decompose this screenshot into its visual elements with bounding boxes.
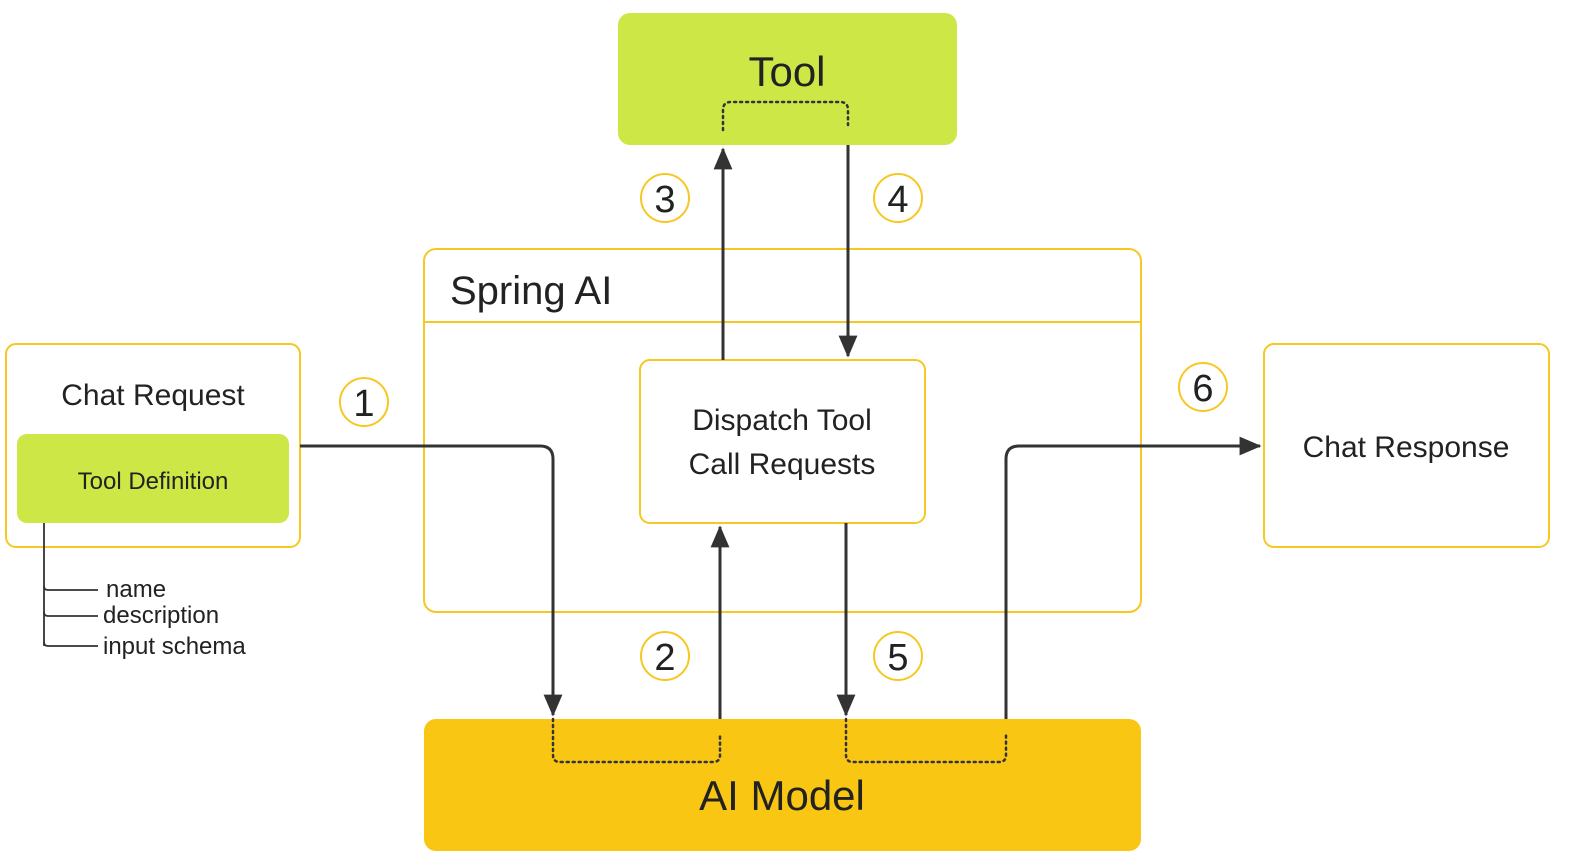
step-circle-3 (640, 173, 690, 223)
ai-model-label: AI Model (699, 772, 865, 819)
tool-definition-label: Tool Definition (78, 468, 229, 495)
arrow-step-1 (300, 444, 563, 717)
ai-model-box (424, 719, 1141, 851)
dispatch-label-line2: Call Requests (689, 448, 876, 481)
model-internal-loop-left (551, 717, 722, 764)
internal-loops (551, 100, 1008, 764)
chat-response-box (1263, 343, 1550, 548)
arrow-step-6 (1004, 436, 1262, 719)
model-internal-loop-right (844, 717, 1008, 764)
field-tree-branch-1 (43, 585, 98, 591)
step-badge-3: 3 (640, 173, 690, 223)
step-badge-4: 4 (873, 173, 923, 223)
step-number-2: 2 (654, 637, 675, 679)
step-circle-2 (640, 631, 690, 681)
tool-definition-fields: name description input schema (43, 523, 246, 660)
step-badge-1: 1 (339, 377, 389, 427)
step-circle-4 (873, 173, 923, 223)
tool-definition-box (17, 434, 289, 523)
tool-label: Tool (748, 48, 825, 95)
step-circle-1 (339, 377, 389, 427)
chat-request-label: Chat Request (61, 379, 245, 412)
tool-box (618, 13, 957, 145)
dispatch-label-line1: Dispatch Tool (692, 404, 872, 437)
field-name: name (106, 576, 166, 603)
step-number-1: 1 (353, 383, 374, 425)
step-badge-2: 2 (640, 631, 690, 681)
chat-response-label: Chat Response (1303, 431, 1510, 464)
step-badge-6: 6 (1178, 362, 1228, 412)
dispatch-box (639, 359, 926, 524)
chat-response-node: Chat Response (1263, 343, 1550, 548)
step-circle-5 (873, 631, 923, 681)
ai-model-node: AI Model (424, 719, 1141, 851)
tool-internal-loop (721, 100, 850, 132)
field-tree-branch-2 (43, 611, 98, 617)
field-description: description (103, 602, 219, 629)
step-number-4: 4 (887, 179, 908, 221)
flow-arrows (300, 145, 1262, 719)
step-number-6: 6 (1192, 368, 1213, 410)
step-number-3: 3 (654, 179, 675, 221)
field-input-schema: input schema (103, 633, 246, 660)
step-badge-5: 5 (873, 631, 923, 681)
step-number-5: 5 (887, 637, 908, 679)
step-circle-6 (1178, 362, 1228, 412)
dispatch-node: Dispatch Tool Call Requests (639, 359, 926, 524)
spring-ai-label: Spring AI (450, 269, 612, 313)
chat-request-node: Chat Request Tool Definition (5, 343, 301, 548)
step-badges: 1 2 3 4 5 6 (339, 173, 1228, 681)
field-tree-branch-3 (43, 641, 98, 647)
tool-node: Tool (618, 13, 957, 145)
